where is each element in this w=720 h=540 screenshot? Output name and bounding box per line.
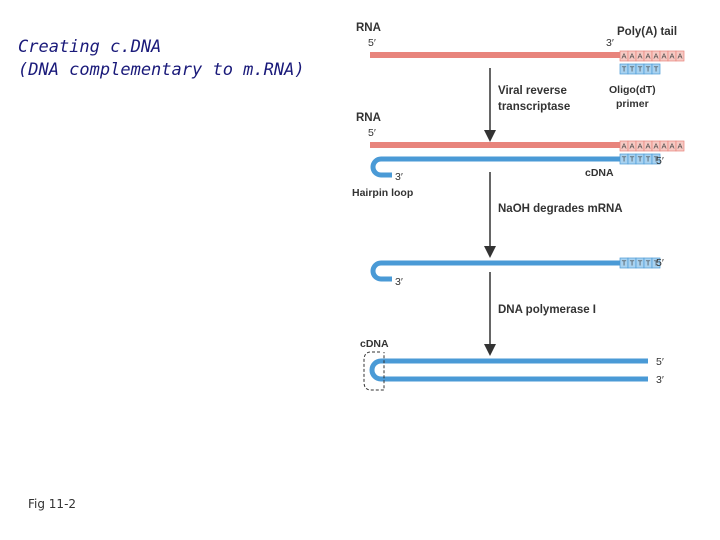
poly-a-base-letter: A <box>645 52 650 61</box>
stage3-cdna-strand-with-hairpin <box>370 260 620 282</box>
oligo-dt-base-box <box>651 257 661 269</box>
poly-a-base-letter: A <box>629 52 634 61</box>
oligo-dt-base-letter: T <box>630 259 635 268</box>
oligo-dt-base-box <box>651 153 661 165</box>
oligo-dt-base-box <box>651 63 661 75</box>
stage4-hairpin-bracket <box>363 351 385 391</box>
stage4-bottom-3prime: 3′ <box>656 374 664 386</box>
primer-label: primer <box>616 98 649 110</box>
figure-caption: Fig 11-2 <box>28 497 77 511</box>
stage1-rna-5prime: 5′ <box>368 37 376 49</box>
poly-a-base-letter: A <box>637 142 642 151</box>
oligo-dt-base-letter: T <box>638 259 643 268</box>
stage3-cdna-5prime: 5′ <box>656 257 664 269</box>
oligo-dt-base-letter: T <box>654 155 659 164</box>
stage2-cdna-3prime: 3′ <box>395 171 403 183</box>
oligo-dt-base-letter: T <box>638 155 643 164</box>
poly-a-base-letter: A <box>621 142 626 151</box>
poly-a-base-letter: A <box>677 142 682 151</box>
poly-a-base-letter: A <box>653 52 658 61</box>
poly-a-base-letter: A <box>645 142 650 151</box>
title-line-1: Creating c.DNA <box>18 37 162 57</box>
oligo-dt-base-letter: T <box>646 155 651 164</box>
stage1-rna-strand <box>370 52 620 58</box>
stage4-cdna-label: cDNA <box>360 338 389 350</box>
stage2-rna-strand <box>370 142 620 148</box>
stage4-top-5prime: 5′ <box>656 356 664 368</box>
oligo-dt-label: Oligo(dT) <box>609 84 656 96</box>
poly-a-base-letter: A <box>661 142 666 151</box>
oligo-dt-base-letter: T <box>630 65 635 74</box>
stage2-cdna-label: cDNA <box>585 167 614 179</box>
poly-a-base-letter: A <box>677 52 682 61</box>
poly-a-base-letter: A <box>629 142 634 151</box>
stage2-rna-label: RNA <box>356 112 381 124</box>
stage2-cdna-strand-with-hairpin <box>370 156 620 178</box>
oligo-dt-base-letter: T <box>622 65 627 74</box>
poly-a-base-letter: A <box>669 52 674 61</box>
poly-a-tail-label: Poly(A) tail <box>617 26 677 38</box>
stage2-rna-5prime: 5′ <box>368 127 376 139</box>
poly-a-base-letter: A <box>669 142 674 151</box>
oligo-dt-base-letter: T <box>622 155 627 164</box>
stage1-rna-3prime: 3′ <box>606 37 614 49</box>
step1-label-line2: transcriptase <box>498 101 570 113</box>
poly-a-base-letter: A <box>621 52 626 61</box>
poly-a-base-letter: A <box>637 52 642 61</box>
poly-a-base-letter: A <box>653 142 658 151</box>
stage2-cdna-5prime: 5′ <box>656 155 664 167</box>
step3-label: DNA polymerase I <box>498 304 596 316</box>
oligo-dt-base-letter: T <box>630 155 635 164</box>
oligo-dt-base-letter: T <box>646 259 651 268</box>
poly-a-base-box <box>675 140 685 152</box>
title-line-2: (DNA complementary to m.RNA) <box>18 60 305 80</box>
oligo-dt-base-letter: T <box>646 65 651 74</box>
oligo-dt-base-letter: T <box>638 65 643 74</box>
stage1-rna-label: RNA <box>356 22 381 34</box>
oligo-dt-base-letter: T <box>654 259 659 268</box>
step2-label: NaOH degrades mRNA <box>498 203 623 215</box>
hairpin-loop-label: Hairpin loop <box>352 187 413 199</box>
stage4-double-stranded-cdna <box>369 358 648 382</box>
poly-a-base-letter: A <box>661 52 666 61</box>
slide-title: Creating c.DNA (DNA complementary to m.R… <box>18 36 305 82</box>
step1-label-line1: Viral reverse <box>498 85 567 97</box>
oligo-dt-base-letter: T <box>622 259 627 268</box>
oligo-dt-base-letter: T <box>654 65 659 74</box>
stage3-cdna-3prime: 3′ <box>395 276 403 288</box>
poly-a-base-box <box>675 50 685 62</box>
